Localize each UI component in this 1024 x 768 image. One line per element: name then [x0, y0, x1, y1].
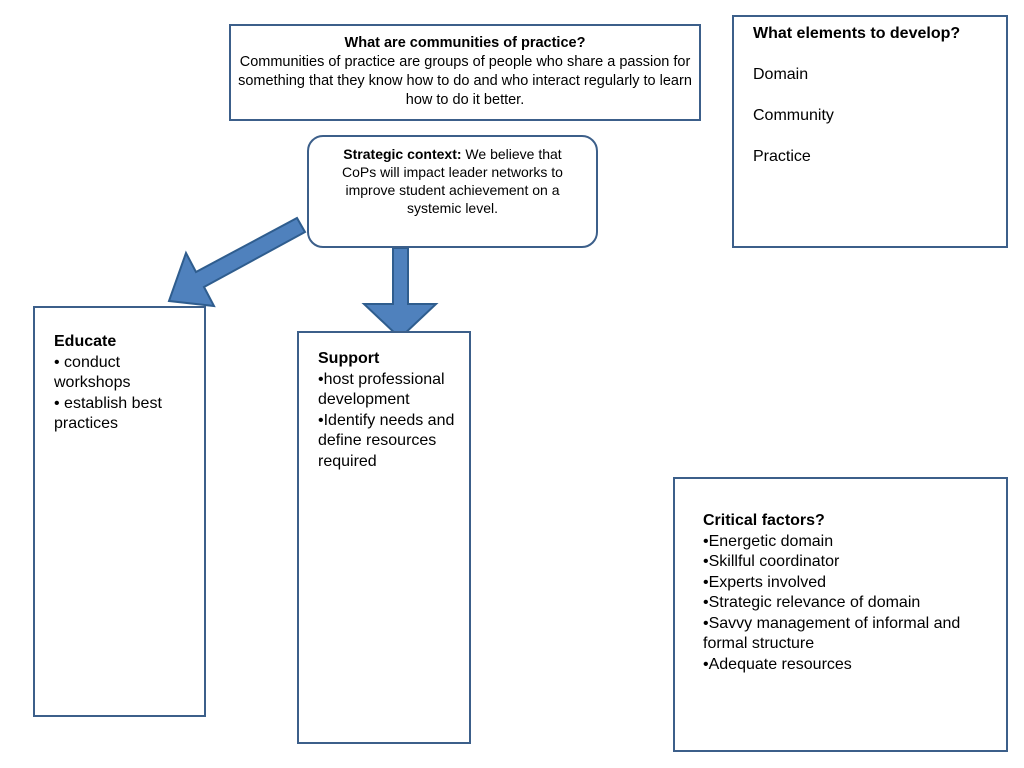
support-title: Support — [318, 350, 380, 367]
factor-item: •Skillful coordinator — [703, 553, 840, 570]
educate-item: • conduct workshops — [54, 353, 131, 392]
factor-item: •Experts involved — [703, 573, 826, 591]
definition-body: Communities of practice are groups of pe… — [238, 54, 692, 108]
factor-item: •Energetic domain — [703, 532, 834, 550]
factor-item: •Adequate resources — [703, 655, 852, 673]
factors-title: Critical factors? — [703, 512, 825, 529]
arrow-to-educate — [167, 216, 307, 308]
definition-title: What are communities of practice? — [344, 35, 586, 51]
support-item: •Identify needs and define resources req… — [318, 411, 455, 470]
support-item: •host professional development — [318, 370, 445, 409]
strategic-context-box: Strategic context: We believe that CoPs … — [307, 135, 598, 248]
educate-title: Educate — [54, 333, 117, 350]
educate-item: • establish best practices — [54, 394, 162, 433]
elements-box: What elements to develop? Domain Communi… — [732, 15, 1008, 248]
context-body: We believe that CoPs will impact leader … — [342, 146, 563, 216]
element-item-practice: Practice — [753, 148, 811, 165]
arrow-to-support — [361, 247, 439, 340]
factor-item: •Savvy management of informal and formal… — [703, 614, 961, 653]
context-label: Strategic context: — [343, 146, 462, 162]
element-item-community: Community — [753, 107, 834, 124]
definition-box: What are communities of practice? Commun… — [229, 24, 701, 121]
elements-title: What elements to develop? — [753, 25, 961, 42]
educate-box: Educate • conduct workshops • establish … — [33, 306, 206, 717]
support-box: Support •host professional development •… — [297, 331, 471, 744]
critical-factors-box: Critical factors? •Energetic domain •Ski… — [673, 477, 1008, 752]
factor-item: •Strategic relevance of domain — [703, 594, 921, 611]
element-item-domain: Domain — [753, 66, 809, 83]
